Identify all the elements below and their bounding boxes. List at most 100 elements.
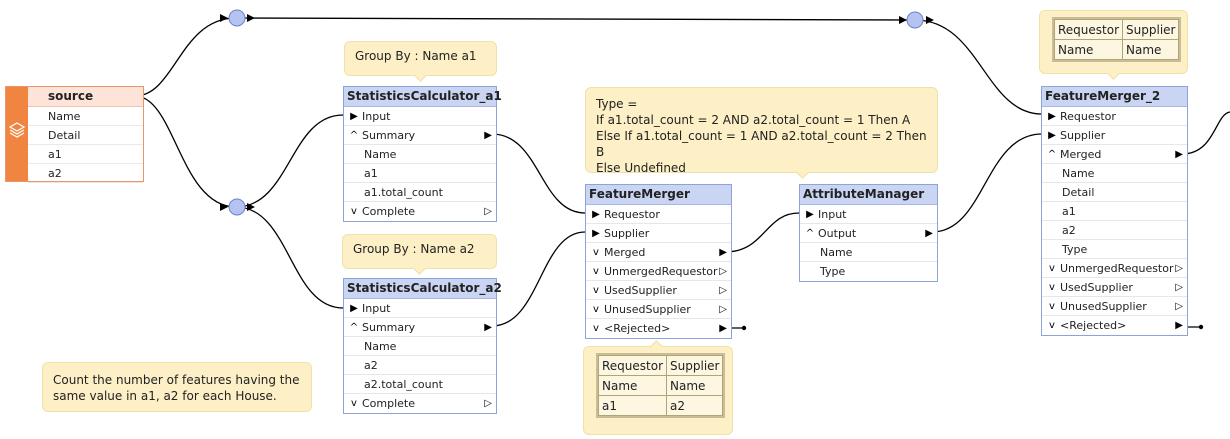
- input-port-arrow-icon: ▶: [592, 228, 600, 239]
- output-arrow-icon: ▶: [1175, 149, 1183, 160]
- input-port[interactable]: ▶Input: [344, 299, 496, 318]
- junction-node: [906, 11, 924, 29]
- supplier-port[interactable]: ▶Supplier: [1042, 126, 1187, 145]
- statistics-calculator-a1-node[interactable]: StatisticsCalculator_a1 ▶Input ^Summary▶…: [343, 86, 502, 222]
- statistics-calculator-a2-node[interactable]: StatisticsCalculator_a2 ▶Input ^Summary▶…: [343, 278, 502, 414]
- node-title: StatisticsCalculator_a1: [344, 87, 502, 107]
- output-arrow-icon: ▶: [1175, 320, 1183, 331]
- merged-port[interactable]: ^Merged▶: [1042, 145, 1187, 164]
- annotation-line: Else Undefined: [596, 161, 686, 175]
- collapse-icon[interactable]: ^: [805, 228, 815, 239]
- expand-icon[interactable]: v: [1049, 301, 1055, 312]
- input-port-arrow-icon: ▶: [592, 209, 600, 220]
- attr-row: Detail: [28, 126, 143, 145]
- table-cell: Name: [597, 375, 668, 396]
- annotation-type-rule[interactable]: Type = If a1.total_count = 2 AND a2.tota…: [585, 87, 938, 179]
- junction-arrow: [926, 16, 934, 24]
- annotation-count-description[interactable]: Count the number of features having the …: [42, 362, 312, 412]
- annotation-group-a1[interactable]: Group By : Name a1: [344, 41, 497, 82]
- wire-fm2-merged-out: [1181, 111, 1230, 155]
- annotation-join-table-1[interactable]: Requestor Supplier Name Name a1 a2: [583, 340, 733, 435]
- output-open-arrow-icon: ▷: [1175, 282, 1183, 293]
- join-table: Requestor Supplier Name Name a1 a2: [596, 353, 726, 418]
- wire-top-bus: [235, 17, 916, 21]
- junction-node: [228, 198, 246, 216]
- attr-row: a2: [1042, 221, 1187, 240]
- summary-port[interactable]: ^Summary▶: [344, 126, 496, 145]
- output-arrow-icon: ▶: [925, 228, 933, 239]
- collapse-icon[interactable]: ^: [1047, 149, 1057, 160]
- input-port-arrow-icon: ▶: [1048, 111, 1056, 122]
- rejected-port[interactable]: v<Rejected>▶: [586, 319, 731, 338]
- node-title: FeatureMerger_2: [1042, 87, 1187, 107]
- wire-source-top-junction: [134, 17, 237, 97]
- expand-icon[interactable]: v: [1049, 320, 1055, 331]
- output-port[interactable]: ^Output▶: [800, 224, 937, 243]
- requestor-port[interactable]: ▶Requestor: [586, 205, 731, 224]
- table-header-cell: Supplier: [666, 355, 724, 376]
- expand-icon[interactable]: v: [593, 285, 599, 296]
- summary-port[interactable]: ^Summary▶: [344, 318, 496, 337]
- input-port[interactable]: ▶Input: [344, 107, 496, 126]
- expand-icon[interactable]: v: [593, 266, 599, 277]
- junction-arrow: [247, 203, 255, 211]
- output-arrow-icon: ▶: [484, 322, 492, 333]
- table-cell: Name: [1122, 39, 1180, 60]
- junction-arrow: [247, 14, 255, 22]
- attr-row: Detail: [1042, 183, 1187, 202]
- expand-icon[interactable]: v: [593, 323, 599, 334]
- wire-junction-to-stats-a2: [235, 206, 344, 309]
- rejected-port[interactable]: v<Rejected>▶: [1042, 316, 1187, 335]
- supplier-port[interactable]: ▶Supplier: [586, 224, 731, 243]
- table-header-cell: Supplier: [1122, 19, 1180, 40]
- expand-icon[interactable]: v: [351, 206, 357, 217]
- node-title: ^ source: [28, 87, 143, 107]
- expand-icon[interactable]: v: [351, 398, 357, 409]
- junction-in-arrow: [899, 16, 907, 24]
- output-arrow-icon: ▶: [484, 130, 492, 141]
- expand-icon[interactable]: v: [593, 304, 599, 315]
- table-row: Name Name: [597, 375, 724, 396]
- input-port[interactable]: ▶Input: [800, 205, 937, 224]
- output-open-arrow-icon: ▷: [719, 304, 727, 315]
- annotation-group-a2[interactable]: Group By : Name a2: [342, 234, 497, 275]
- source-reader-node[interactable]: ^ source Name Detail a1 a2: [5, 86, 144, 183]
- collapse-icon[interactable]: ^: [349, 130, 359, 141]
- output-open-arrow-icon: ▷: [719, 266, 727, 277]
- attribute-manager-node[interactable]: AttributeManager ▶Input ^Output▶ Name Ty…: [799, 184, 938, 282]
- annotation-text: Group By : Name a1: [355, 49, 477, 63]
- expand-icon[interactable]: v: [1049, 263, 1055, 274]
- junction-in-arrow: [220, 14, 228, 22]
- table-cell: a2: [666, 395, 724, 416]
- annotation-line: Count the number of features having the: [53, 373, 300, 387]
- annotation-join-table-2[interactable]: Requestor Supplier Name Name: [1039, 10, 1188, 80]
- rejected-end-dot-2: [1198, 324, 1204, 330]
- layers-icon: [8, 122, 26, 138]
- expand-icon[interactable]: v: [1049, 282, 1055, 293]
- node-title: AttributeManager: [800, 185, 937, 205]
- collapse-icon[interactable]: ^: [0, 87, 1, 106]
- attr-row: a2: [344, 356, 496, 375]
- annotation-line: same value in a1, a2 for each House.: [53, 389, 277, 403]
- annotation-line: If a1.total_count = 2 AND a2.total_count…: [596, 113, 911, 127]
- output-arrow-icon: ▶: [719, 247, 727, 258]
- annotation-line: Type =: [596, 97, 638, 111]
- attr-row: Name: [344, 145, 496, 164]
- feature-merger-2-node[interactable]: FeatureMerger_2 ▶Requestor ▶Supplier ^Me…: [1041, 86, 1188, 336]
- wire-merged-to-am-input: [724, 212, 800, 253]
- expand-icon[interactable]: v: [593, 247, 599, 258]
- requestor-port[interactable]: ▶Requestor: [1042, 107, 1187, 126]
- attr-row: Name: [800, 243, 937, 262]
- output-open-arrow-icon: ▷: [1175, 301, 1183, 312]
- collapse-icon[interactable]: ^: [349, 322, 359, 333]
